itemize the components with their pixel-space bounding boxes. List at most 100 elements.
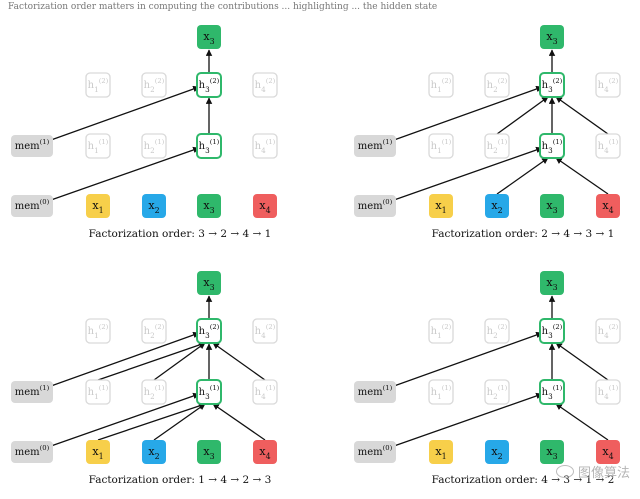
hidden-layer1-h2-label: h2(1) — [487, 384, 508, 401]
hidden-layer2-h2-box — [141, 72, 167, 98]
hidden-layer2-h4-box — [252, 318, 278, 344]
hidden-layer2-h3-label: h3(2) — [542, 77, 563, 94]
hidden-layer2-h2-box — [484, 318, 510, 344]
hidden-layer2-h3-box — [196, 318, 222, 344]
hidden-layer2-h2-label: h2(2) — [487, 77, 508, 94]
edge-x4-to-h1 — [212, 403, 266, 441]
edge-h1-4-to-h2 — [555, 96, 609, 135]
token-x1-box — [86, 194, 110, 218]
memory-mem1-label: mem(1) — [358, 138, 393, 152]
token-x2-box — [142, 440, 166, 464]
wechat-icon — [555, 465, 574, 478]
header-fragment-text: Factorization order matters in computing… — [8, 2, 437, 12]
hidden-layer1-h1-box — [85, 379, 111, 405]
token-x3-label: x3 — [203, 199, 214, 215]
hidden-layer1-h1-label: h1(1) — [431, 384, 452, 401]
memory-mem0-box — [11, 441, 53, 463]
memory-mem0-box — [354, 441, 396, 463]
hidden-layer2-h3-box — [539, 318, 565, 344]
hidden-layer1-h4-box — [595, 133, 621, 159]
hidden-layer2-h3-label: h3(2) — [542, 323, 563, 340]
memory-mem1-label: mem(1) — [358, 384, 393, 398]
token-x1-label: x1 — [92, 199, 103, 215]
token-x3-label: x3 — [203, 445, 214, 461]
hidden-layer1-h4-label: h4(1) — [598, 384, 619, 401]
output-x3-box — [197, 25, 221, 49]
edge-x2-to-h1 — [496, 157, 549, 195]
hidden-layer1-h3-box — [196, 379, 222, 405]
hidden-layer2-h1-box — [85, 318, 111, 344]
hidden-layer2-h2-box — [141, 318, 167, 344]
token-x4-box — [253, 440, 277, 464]
token-x2-box — [485, 440, 509, 464]
watermark: 图像算法 — [555, 462, 630, 481]
hidden-layer1-h1-box — [428, 133, 454, 159]
edge-x4-to-h1 — [555, 403, 609, 441]
hidden-layer2-h3-box — [196, 72, 222, 98]
edge-mem1-to-h2 — [393, 85, 543, 141]
hidden-layer1-h4-box — [252, 379, 278, 405]
memory-mem1-box — [11, 381, 53, 403]
edge-h1-4-to-h2 — [212, 342, 266, 381]
edge-h1-4-to-h2 — [555, 342, 609, 381]
hidden-layer1-h3-label: h3(1) — [542, 138, 563, 155]
hidden-layer1-h2-box — [141, 379, 167, 405]
token-x4-label: x4 — [602, 445, 613, 461]
memory-mem1-box — [354, 135, 396, 157]
output-x3-label: x3 — [203, 276, 214, 292]
hidden-layer1-h4-label: h4(1) — [255, 138, 276, 155]
hidden-layer2-h1-box — [85, 72, 111, 98]
token-x1-box — [429, 194, 453, 218]
token-x4-box — [596, 194, 620, 218]
memory-mem0-label: mem(0) — [358, 198, 393, 212]
hidden-layer2-h4-box — [595, 72, 621, 98]
header-fragment: Factorization order matters in computing… — [8, 2, 437, 12]
hidden-layer1-h2-label: h2(1) — [487, 138, 508, 155]
token-x3-box — [197, 194, 221, 218]
memory-mem0-label: mem(0) — [15, 198, 50, 212]
hidden-layer2-h3-box — [539, 72, 565, 98]
panel-2: x3h1(2)h1(1)h2(2)h2(1)h3(2)h3(1)h4(2)h4(… — [354, 25, 621, 240]
hidden-layer1-h3-box — [539, 379, 565, 405]
token-x1-label: x1 — [435, 199, 446, 215]
token-x3-label: x3 — [546, 199, 557, 215]
hidden-layer2-h1-box — [428, 318, 454, 344]
hidden-layer1-h3-label: h3(1) — [199, 138, 220, 155]
output-x3-label: x3 — [546, 30, 557, 46]
hidden-layer2-h1-label: h1(2) — [431, 323, 452, 340]
token-x4-label: x4 — [259, 199, 270, 215]
hidden-layer2-h1-label: h1(2) — [88, 323, 109, 340]
output-x3-label: x3 — [203, 30, 214, 46]
edge-mem1-to-h2 — [393, 331, 543, 387]
hidden-layer1-h2-label: h2(1) — [144, 384, 165, 401]
memory-mem1-box — [354, 381, 396, 403]
token-x4-box — [596, 440, 620, 464]
panel-3: x3h1(2)h1(1)h2(2)h2(1)h3(2)h3(1)h4(2)h4(… — [11, 271, 278, 486]
hidden-layer1-h1-label: h1(1) — [431, 138, 452, 155]
memory-mem0-box — [354, 195, 396, 217]
token-x2-box — [142, 194, 166, 218]
hidden-layer2-h3-label: h3(2) — [199, 77, 220, 94]
token-x1-box — [429, 440, 453, 464]
hidden-layer2-h4-label: h4(2) — [598, 323, 619, 340]
edge-mem0-to-h1 — [50, 392, 200, 447]
memory-mem1-label: mem(1) — [15, 138, 50, 152]
hidden-layer2-h4-label: h4(2) — [255, 323, 276, 340]
hidden-layer2-h1-label: h1(2) — [431, 77, 452, 94]
hidden-layer2-h2-box — [484, 72, 510, 98]
hidden-layer1-h1-box — [428, 379, 454, 405]
output-x3-box — [540, 271, 564, 295]
hidden-layer1-h3-label: h3(1) — [542, 384, 563, 401]
memory-mem0-label: mem(0) — [358, 444, 393, 458]
hidden-layer1-h3-box — [539, 133, 565, 159]
hidden-layer2-h4-box — [252, 72, 278, 98]
token-x1-label: x1 — [435, 445, 446, 461]
token-x3-label: x3 — [546, 445, 557, 461]
hidden-layer1-h2-box — [141, 133, 167, 159]
hidden-layer1-h4-label: h4(1) — [255, 384, 276, 401]
edge-x4-to-h1 — [555, 157, 609, 195]
token-x3-box — [540, 194, 564, 218]
token-x4-box — [253, 194, 277, 218]
hidden-layer1-h3-label: h3(1) — [199, 384, 220, 401]
